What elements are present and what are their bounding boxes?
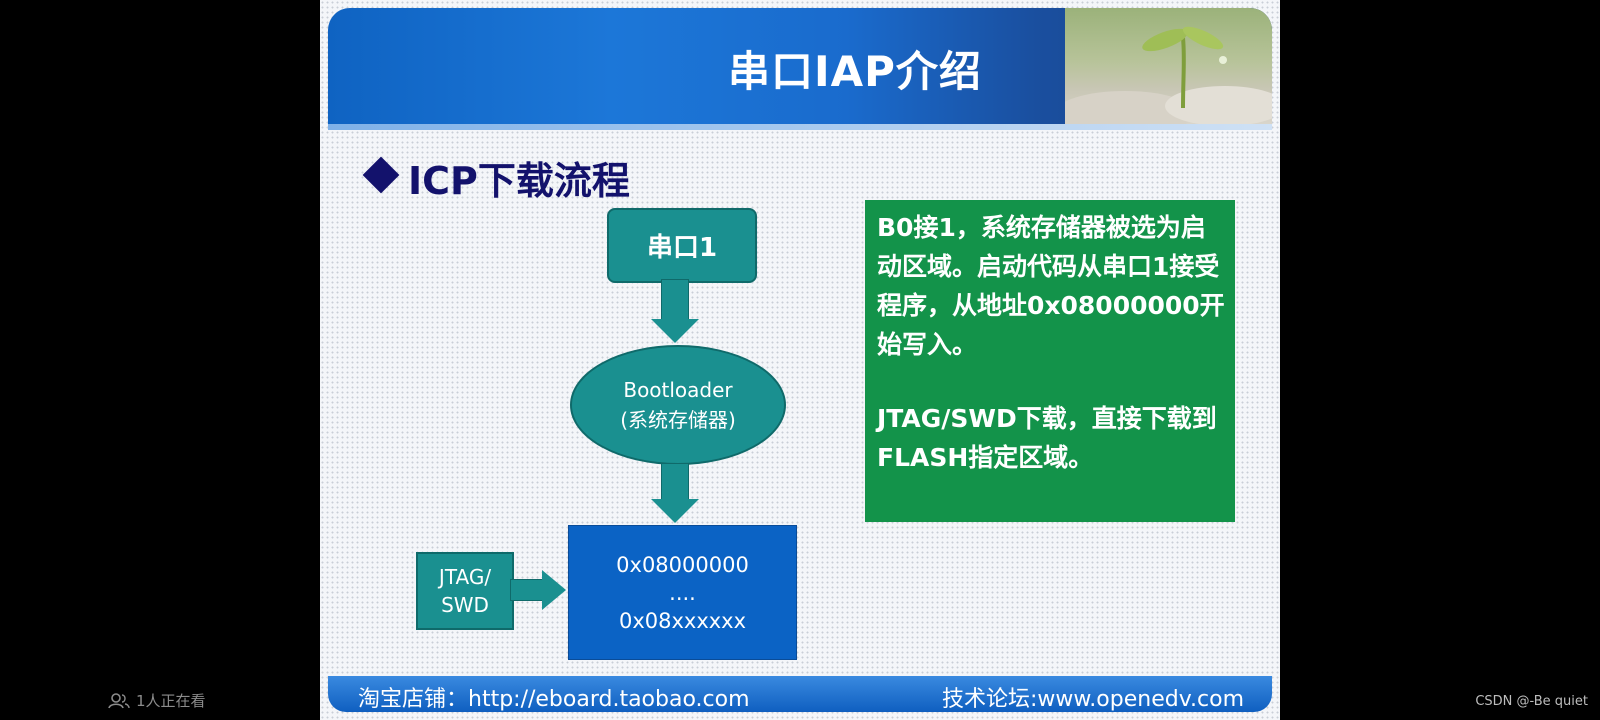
slide-header: 串口IAP介绍 bbox=[328, 8, 1272, 126]
flash-start-address: 0x08000000 bbox=[616, 552, 749, 577]
info-paragraph-boot: B0接1，系统存储器被选为启动区域。启动代码从串口1接受程序，从地址0x0800… bbox=[877, 213, 1225, 359]
flash-end-address: 0x08xxxxxx bbox=[618, 608, 747, 633]
slide-title: 串口IAP介绍 bbox=[728, 47, 982, 96]
jtag-swd-box: JTAG/ SWD bbox=[416, 552, 514, 630]
bullet-diamond-icon bbox=[362, 156, 400, 194]
flash-ellipsis: .... bbox=[669, 580, 696, 605]
footer-forum-link: 技术论坛:www.openedv.com bbox=[941, 687, 1244, 712]
section-title: ICP下载流程 bbox=[408, 159, 630, 203]
jtag-label: JTAG/ bbox=[438, 565, 492, 589]
slide: 串口IAP介绍 ICP下载流程 串口1 Bootloader (系统存储器) 0… bbox=[320, 0, 1280, 720]
info-paragraph-jtag: JTAG/SWD下载，直接下载到FLASH指定区域。 bbox=[877, 404, 1217, 472]
viewer-count-label: 1人正在看 bbox=[136, 692, 206, 710]
arrow-down-2 bbox=[647, 463, 703, 525]
csdn-watermark: CSDN @-Be quiet bbox=[1475, 694, 1588, 709]
bootloader-sublabel: (系统存储器) bbox=[620, 408, 736, 432]
sprout-photo bbox=[1055, 8, 1272, 126]
viewer-count: 1人正在看 bbox=[108, 690, 206, 711]
swd-label: SWD bbox=[441, 593, 489, 617]
viewers-icon bbox=[108, 692, 130, 708]
bootloader-node: Bootloader (系统存储器) bbox=[570, 345, 786, 465]
slide-footer: 淘宝店铺：http://eboard.taobao.com 技术论坛:www.o… bbox=[328, 676, 1272, 712]
uart1-box: 串口1 bbox=[607, 208, 757, 283]
flash-memory-box: 0x08000000 .... 0x08xxxxxx bbox=[568, 525, 797, 660]
info-box: B0接1，系统存储器被选为启动区域。启动代码从串口1接受程序，从地址0x0800… bbox=[865, 200, 1235, 522]
header-divider bbox=[328, 124, 1272, 130]
bootloader-label: Bootloader bbox=[623, 378, 733, 402]
footer-shop-link: 淘宝店铺：http://eboard.taobao.com bbox=[358, 687, 750, 712]
arrow-down-1 bbox=[647, 279, 703, 345]
arrow-right bbox=[510, 570, 568, 610]
